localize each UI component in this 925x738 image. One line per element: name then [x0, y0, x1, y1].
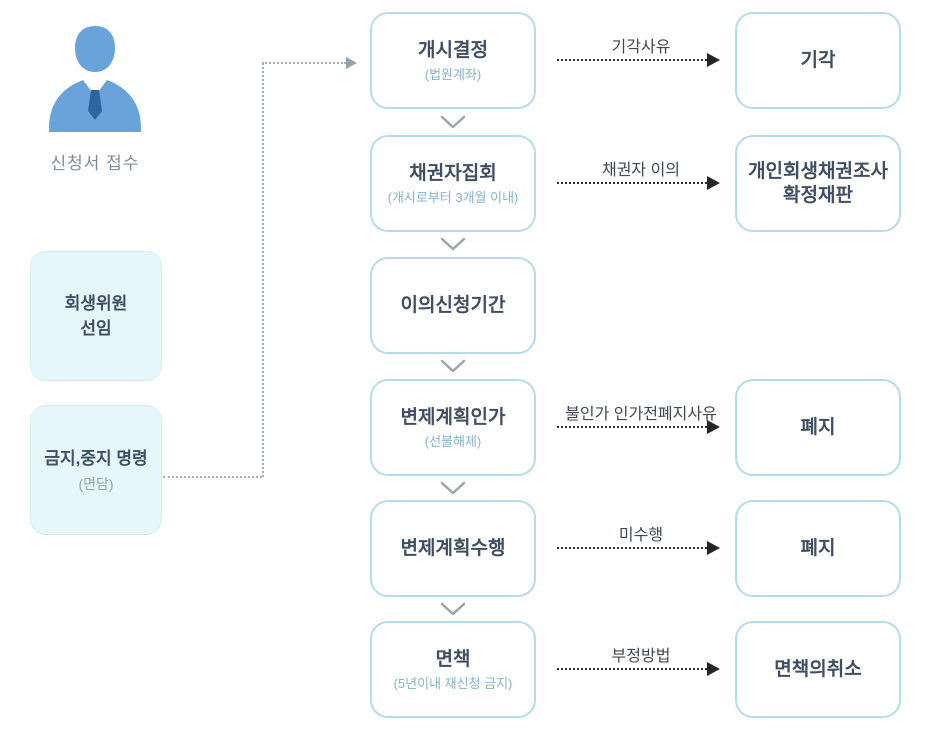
- flow-step-sub: (개시로부터 3개월 이내): [387, 189, 519, 205]
- target-box-claim-investigation-trial: 개인회생채권조사 확정재판: [735, 135, 901, 232]
- branch-arrowhead-icon: [707, 541, 720, 555]
- flow-step-title: 변제계획인가: [400, 406, 506, 428]
- flow-step-repayment-plan-approval: 변제계획인가 (선불해제): [370, 379, 536, 476]
- down-chevron-icon: [440, 602, 466, 616]
- target-box-title: 면책의취소: [774, 658, 862, 680]
- target-box-title: 폐지: [800, 416, 836, 438]
- flow-step-title: 채권자집회: [409, 162, 497, 184]
- branch-arrowhead-icon: [707, 662, 720, 676]
- side-box-sub: (면담): [78, 475, 114, 492]
- side-box-rehab-commissioner: 회생위원 선임: [30, 251, 162, 381]
- person-icon: [49, 26, 141, 132]
- branch-label-fraudulent-method: 부정방법: [611, 648, 671, 665]
- branch-label-non-performance: 미수행: [618, 527, 664, 544]
- down-chevron-icon: [440, 115, 466, 129]
- flow-step-title: 개시결정: [418, 39, 488, 61]
- connector-line-bottom: [163, 476, 262, 478]
- applicant-label: 신청서 접수: [50, 154, 140, 173]
- flow-step-sub: (법원계좌): [424, 66, 482, 82]
- flow-step-sub: (5년이내 재신청 금지): [393, 675, 513, 691]
- down-chevron-icon: [440, 359, 466, 373]
- target-box-title-line2: 확정재판: [783, 184, 853, 206]
- branch-label-non-approval-reason: 불인가 인가전폐지사유: [565, 406, 717, 423]
- applicant: 신청서 접수: [40, 22, 150, 174]
- flow-step-repayment-plan-execution: 변제계획수행: [370, 500, 536, 597]
- flow-step-objection-period: 이의신청기간: [370, 257, 536, 354]
- down-chevron-icon: [440, 481, 466, 495]
- down-chevron-icon: [440, 237, 466, 251]
- target-box-discharge-cancellation: 면책의취소: [735, 621, 901, 718]
- flow-step-title: 이의신청기간: [400, 294, 506, 316]
- branch-arrowhead-icon: [707, 53, 720, 67]
- branch-arrowhead-icon: [707, 420, 720, 434]
- flow-step-creditors-meeting: 채권자집회 (개시로부터 3개월 이내): [370, 135, 536, 232]
- branch-label-dismissal-reason: 기각사유: [611, 39, 671, 56]
- connector-arrowhead-icon: [346, 57, 357, 69]
- target-box-abolition-2: 폐지: [735, 500, 901, 597]
- branch-arrowhead-icon: [707, 176, 720, 190]
- branch-dotted-line: [557, 59, 707, 61]
- side-box-title: 회생위원: [64, 293, 128, 313]
- branch-dotted-line: [557, 426, 707, 428]
- target-box-title: 폐지: [800, 537, 836, 559]
- flow-step-sub: (선불해제): [424, 433, 482, 449]
- target-box-dismissal: 기각: [735, 12, 901, 109]
- branch-dotted-line: [557, 668, 707, 670]
- connector-line-top: [262, 62, 346, 64]
- target-box-abolition-1: 폐지: [735, 379, 901, 476]
- flow-step-title: 변제계획수행: [400, 537, 506, 559]
- flow-step-title: 면책: [435, 648, 471, 670]
- flow-step-discharge: 면책 (5년이내 재신청 금지): [370, 621, 536, 718]
- flow-step-commencement-decision: 개시결정 (법원계좌): [370, 12, 536, 109]
- branch-dotted-line: [557, 547, 707, 549]
- side-box-title: 금지,중지 명령: [44, 449, 148, 469]
- side-box-prohibition-order: 금지,중지 명령 (면담): [30, 405, 162, 535]
- target-box-title: 개인회생채권조사: [748, 160, 888, 182]
- branch-dotted-line: [557, 182, 707, 184]
- side-box-title-line2: 선임: [80, 319, 112, 338]
- branch-label-creditor-objection: 채권자 이의: [601, 162, 681, 179]
- target-box-title: 기각: [800, 49, 836, 71]
- connector-line-vertical: [262, 63, 264, 477]
